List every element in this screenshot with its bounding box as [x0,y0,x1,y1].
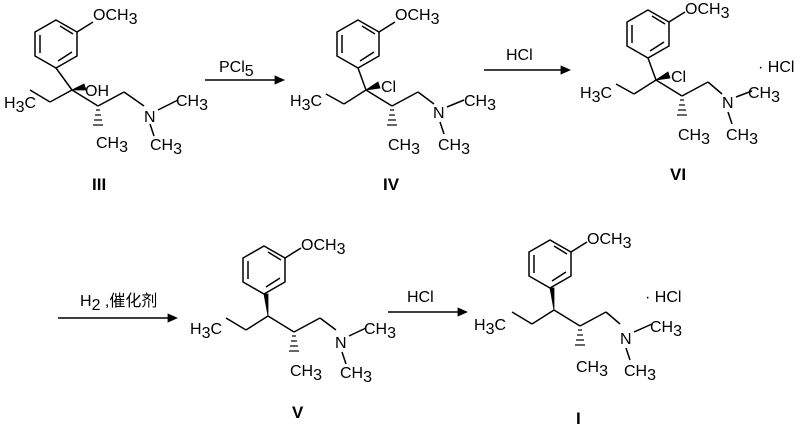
benzene-ring [242,245,286,295]
hashed-bond [677,99,687,116]
salt-label: · HCl [758,59,794,76]
wedge-bond [365,81,381,91]
hashed-bond [387,109,397,126]
ethyl-label: H3C [290,93,322,114]
benzene-ring [528,239,572,289]
reaction-arrow-3: H2 ,催化剂 [58,292,178,323]
compound-label: I [576,409,581,428]
n-methyl-1-label: CH3 [464,93,496,114]
ethyl-label: H3C [474,317,506,338]
compound-label: V [292,403,304,422]
reagent-label: PCl5 [219,59,254,80]
reaction-arrow-2: HCl [484,47,571,75]
compound-I: OCH3 H3C CH3 N CH3 CH3 · HCl I [474,231,682,428]
n-methyl-2-label: CH3 [726,127,758,148]
ethyl-label: H3C [580,85,612,106]
methyl-label: CH3 [678,127,710,148]
nitrogen-label: N [144,109,156,126]
hashed-bond [575,329,585,346]
ethyl-label: H3C [190,321,222,342]
nitrogen-label: N [722,95,734,112]
methyl-label: CH3 [290,363,322,384]
benzene-ring [34,19,78,69]
compound-IV: OCH3 Cl H3C CH3 N CH3 CH3 IV [290,7,496,194]
chloro-label: Cl [671,69,686,86]
methoxy-label: OCH3 [587,231,632,252]
wedge-bond [549,287,555,311]
n-methyl-2-label: CH3 [150,137,182,158]
nitrogen-label: N [433,105,445,122]
nitrogen-label: N [335,335,347,352]
chloro-label: Cl [381,79,396,96]
methyl-label: CH3 [96,135,128,156]
reagent-label: H2 ,催化剂 [80,292,157,314]
n-methyl-1-label: CH3 [364,321,396,342]
methyl-label: CH3 [388,137,420,158]
hydroxyl-label: OH [85,83,109,100]
reaction-arrow-4: HCl [388,289,468,317]
n-methyl-1-label: CH3 [176,93,208,114]
n-methyl-1-label: CH3 [748,85,780,106]
methoxy-label: OCH3 [685,1,730,22]
compound-V: OCH3 H3C CH3 N CH3 CH3 V [190,237,396,422]
compound-label: III [92,175,106,194]
n-methyl-2-label: CH3 [438,137,470,158]
n-methyl-2-label: CH3 [624,363,656,384]
wedge-bond [655,71,671,81]
wedge-bond [263,293,269,317]
ethyl-label: H3C [4,95,36,116]
wedge-bond [71,83,87,91]
compound-III: OCH3 OH H3C CH3 N CH3 CH3 III [4,7,208,194]
nitrogen-label: N [620,331,632,348]
reagent-label: HCl [506,47,533,64]
methoxy-label: OCH3 [301,237,346,258]
hashed-bond [93,109,103,126]
methyl-label: CH3 [576,359,608,380]
reagent-label: HCl [407,289,434,306]
n-methyl-2-label: CH3 [340,365,372,386]
compound-label: IV [383,175,400,194]
methoxy-label: OCH3 [395,7,440,28]
salt-label: · HCl [645,289,681,306]
reaction-arrow-1: PCl5 [205,59,285,85]
benzene-ring [626,9,670,59]
compound-VI: OCH3 Cl H3C CH3 N CH3 CH3 · HCl VI [580,1,794,184]
methoxy-label: OCH3 [93,7,138,28]
n-methyl-1-label: CH3 [650,319,682,340]
benzene-ring [336,19,380,69]
compound-label: VI [670,165,686,184]
hashed-bond [289,335,299,352]
